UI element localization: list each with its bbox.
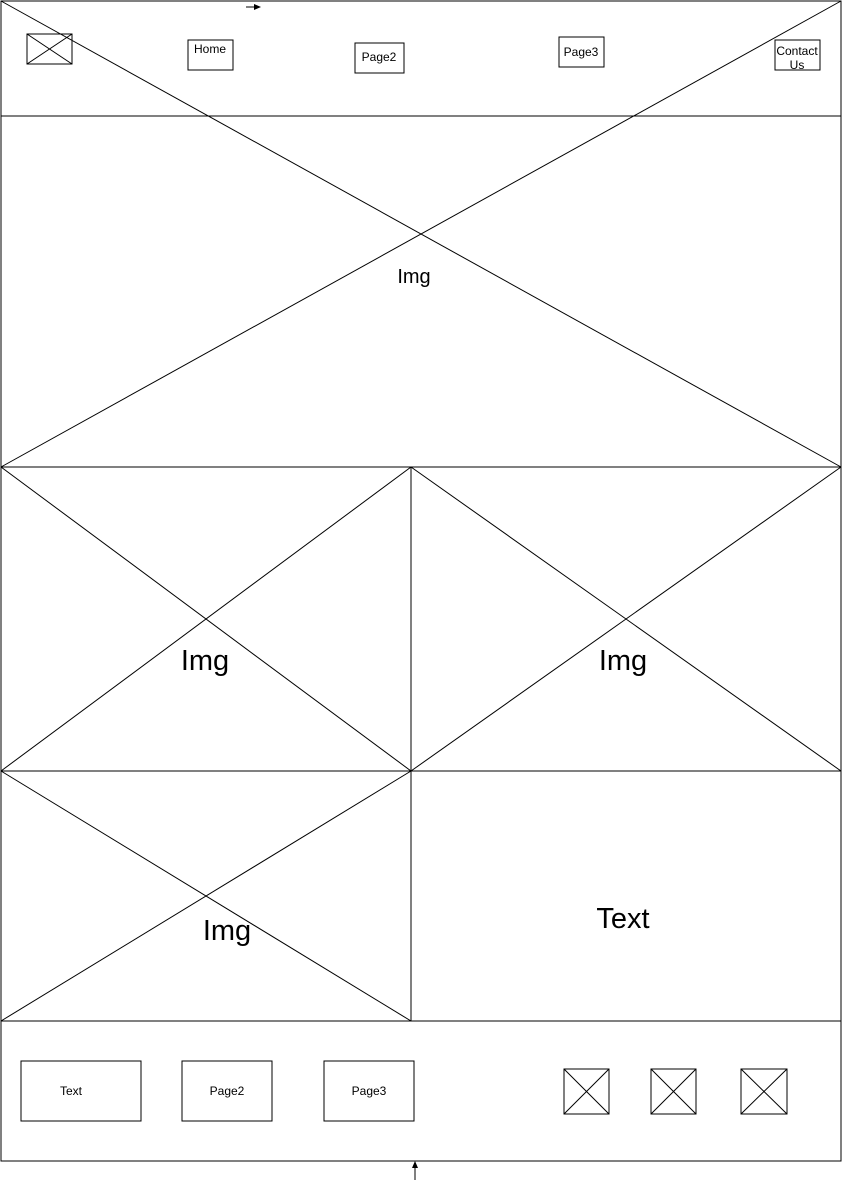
nav-home-label: Home bbox=[194, 42, 226, 56]
footer-frame bbox=[0, 1020, 842, 1162]
nav-contact-button[interactable]: Contact Us bbox=[774, 39, 821, 72]
header-frame bbox=[0, 0, 842, 117]
flow-arrow-up-icon bbox=[412, 1161, 418, 1180]
grid-top-right-label: Img bbox=[599, 645, 647, 677]
grid-bottom-right-label: Text bbox=[596, 903, 649, 935]
footer-page3-link[interactable]: Page3 bbox=[323, 1060, 415, 1122]
grid-bottom-right-text-block: Text bbox=[410, 770, 842, 1022]
footer-page2-label: Page2 bbox=[210, 1084, 245, 1098]
grid-top-left-label: Img bbox=[181, 645, 229, 677]
header-hero-diagonal-b bbox=[0, 0, 842, 468]
grid-bottom-left-label: Img bbox=[203, 915, 251, 947]
hero-label: Img bbox=[397, 266, 430, 288]
grid-bottom-left-image-placeholder: Img bbox=[0, 770, 412, 1022]
footer-text-link[interactable]: Text bbox=[20, 1060, 142, 1122]
hero-frame bbox=[0, 115, 842, 468]
footer-page3-label: Page3 bbox=[352, 1084, 387, 1098]
grid-top-left-image-placeholder: Img bbox=[0, 466, 412, 772]
grid-top-right-image-placeholder: Img bbox=[410, 466, 842, 772]
nav-home-button[interactable]: Home bbox=[187, 39, 234, 71]
nav-page2-label: Page2 bbox=[362, 50, 397, 64]
footer: Text Page2 Page3 bbox=[0, 1020, 842, 1162]
nav-page3-label: Page3 bbox=[564, 45, 599, 59]
nav-contact-label-line1: Contact bbox=[776, 44, 818, 58]
footer-text-label: Text bbox=[60, 1084, 83, 1098]
nav-page3-button[interactable]: Page3 bbox=[558, 36, 605, 68]
footer-social-icon-3[interactable] bbox=[740, 1068, 788, 1115]
header: Home Page2 Page3 Contact Us bbox=[0, 0, 842, 468]
footer-page2-link[interactable]: Page2 bbox=[181, 1060, 273, 1122]
logo-image-placeholder[interactable] bbox=[26, 33, 73, 65]
flow-arrow-right-icon bbox=[246, 4, 261, 10]
footer-social-icon-1[interactable] bbox=[563, 1068, 610, 1115]
nav-contact-label-line2: Us bbox=[790, 58, 805, 72]
hero-image-placeholder: Img bbox=[0, 115, 842, 468]
footer-social-icon-2[interactable] bbox=[650, 1068, 697, 1115]
nav-page2-button[interactable]: Page2 bbox=[354, 42, 405, 74]
